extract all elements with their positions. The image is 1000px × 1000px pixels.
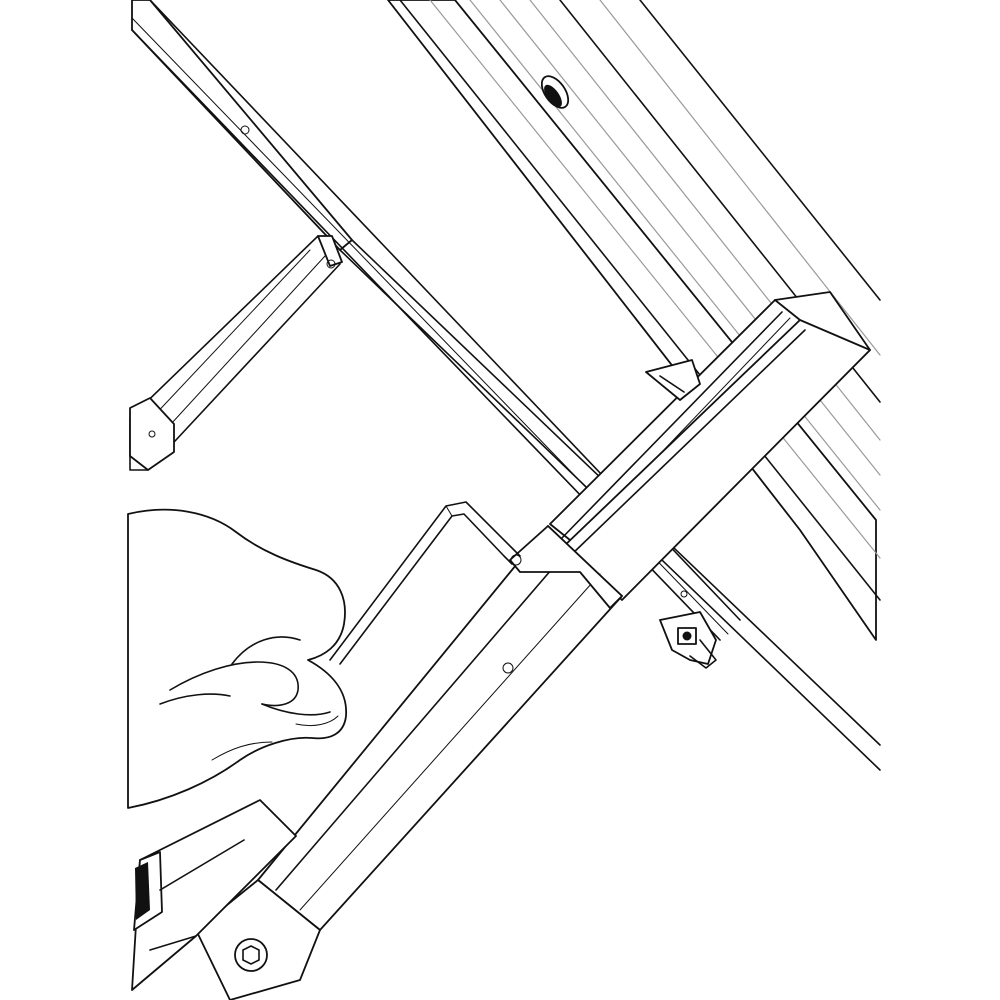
hex-bolt-bottom (234, 938, 268, 972)
telescoping-leg (131, 291, 871, 1000)
hex-key (329, 501, 522, 665)
bracket (129, 235, 343, 471)
hand (127, 508, 347, 809)
clip (659, 611, 717, 669)
